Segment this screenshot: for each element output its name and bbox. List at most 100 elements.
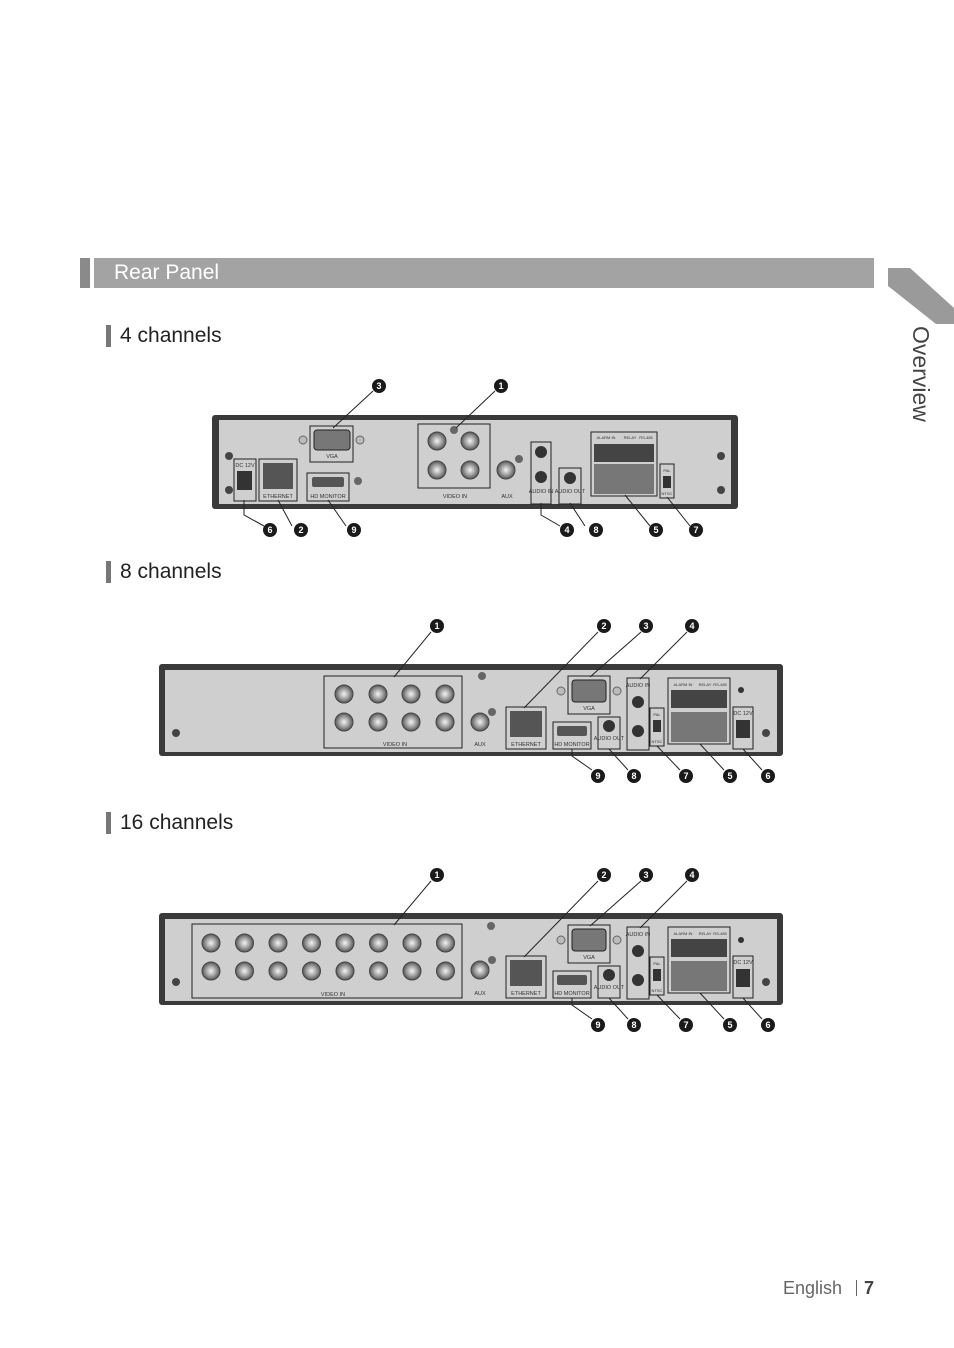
pal-label: PAL bbox=[653, 961, 661, 966]
svg-text:8: 8 bbox=[631, 771, 636, 781]
audio-in-label: AUDIO IN bbox=[529, 489, 553, 495]
svg-text:3: 3 bbox=[643, 870, 648, 880]
screw-icon bbox=[225, 452, 233, 460]
screw-icon bbox=[762, 729, 770, 737]
vga-port-16ch: VGA bbox=[556, 924, 622, 964]
terminal-block-4ch: ALARM IN RELAY RS-485 bbox=[590, 431, 658, 497]
bnc-connector bbox=[268, 933, 288, 953]
svg-text:2: 2 bbox=[601, 621, 606, 631]
video-in-group-4ch: VIDEO IN bbox=[417, 423, 491, 500]
dc-label: DC 12V bbox=[235, 463, 255, 469]
bnc-connector bbox=[402, 933, 422, 953]
aux-port-16ch: AUX bbox=[470, 956, 496, 997]
section-title-bar: Rear Panel bbox=[80, 258, 874, 288]
bnc-connector bbox=[369, 933, 388, 953]
side-tab-label: Overview bbox=[908, 326, 934, 422]
footer-language: English bbox=[783, 1278, 843, 1298]
screw-icon bbox=[172, 729, 180, 737]
device-8ch: VIDEO IN AUX ETHERNET VGA HD MONITOR bbox=[159, 619, 783, 783]
callout-16ch-6: 6 bbox=[761, 1018, 775, 1032]
hdmi-label: HD MONITOR bbox=[310, 494, 345, 500]
svg-text:9: 9 bbox=[595, 1020, 600, 1030]
audio-out-port-4ch: AUDIO OUT bbox=[555, 467, 586, 505]
bnc-connector bbox=[235, 961, 254, 981]
svg-text:8: 8 bbox=[593, 525, 598, 535]
terminal-block-8ch: ALARM IN RELAY RS-485 bbox=[667, 677, 731, 745]
hdmi-label: HD MONITOR bbox=[554, 742, 589, 748]
dc-port-8ch: DC 12V bbox=[732, 706, 754, 750]
svg-text:3: 3 bbox=[643, 621, 648, 631]
bnc-connector bbox=[335, 933, 355, 953]
callout-4ch-6: 6 bbox=[263, 523, 277, 537]
audio-out-port-8ch: AUDIO OUT bbox=[594, 716, 625, 750]
bnc-connector bbox=[402, 961, 422, 981]
ethernet-label: ETHERNET bbox=[263, 494, 293, 500]
screw-icon bbox=[172, 978, 180, 986]
callout-16ch-2: 2 bbox=[597, 868, 611, 882]
callout-8ch-5: 5 bbox=[723, 769, 737, 783]
callout-4ch-1: 1 bbox=[494, 379, 508, 393]
panel-8ch bbox=[165, 670, 777, 752]
bnc-connector bbox=[235, 933, 254, 953]
svg-text:9: 9 bbox=[595, 771, 600, 781]
panel-16ch bbox=[165, 919, 777, 1001]
hdmi-port-16ch: HD MONITOR bbox=[552, 970, 592, 999]
alarm-label: ALARM IN bbox=[597, 435, 616, 440]
callout-16ch-9: 9 bbox=[591, 1018, 605, 1032]
svg-text:1: 1 bbox=[498, 381, 503, 391]
screw-icon bbox=[738, 937, 744, 943]
callout-8ch-4: 4 bbox=[685, 619, 699, 633]
ntsc-label: NTSC bbox=[652, 739, 663, 744]
alarm-label: ALARM IN bbox=[674, 682, 693, 687]
chassis-8ch bbox=[159, 664, 783, 756]
section-bar-fill: Rear Panel bbox=[94, 258, 874, 288]
audio-in-label: AUDIO IN bbox=[626, 932, 650, 938]
svg-text:1: 1 bbox=[434, 870, 439, 880]
page-footer: English 7 bbox=[783, 1276, 883, 1300]
callout-16ch-8: 8 bbox=[627, 1018, 641, 1032]
callout-8ch-8: 8 bbox=[627, 769, 641, 783]
ethernet-port-4ch: ETHERNET bbox=[258, 458, 298, 502]
audio-in-port-16ch: AUDIO IN bbox=[626, 926, 650, 1000]
vga-label: VGA bbox=[583, 955, 595, 961]
ethernet-port-8ch: ETHERNET bbox=[505, 706, 547, 750]
callout-4ch-8: 8 bbox=[589, 523, 603, 537]
svg-text:4: 4 bbox=[689, 870, 694, 880]
video-in-label: VIDEO IN bbox=[443, 494, 467, 500]
svg-text:9: 9 bbox=[351, 525, 356, 535]
callout-4ch-4: 4 bbox=[560, 523, 574, 537]
svg-text:6: 6 bbox=[267, 525, 272, 535]
callout-16ch-7: 7 bbox=[679, 1018, 693, 1032]
callout-8ch-9: 9 bbox=[591, 769, 605, 783]
alarm-label: ALARM IN bbox=[674, 931, 693, 936]
callout-4ch-7: 7 bbox=[689, 523, 703, 537]
svg-text:4: 4 bbox=[689, 621, 694, 631]
rs485-label: RS-485 bbox=[639, 435, 653, 440]
rs485-label: RS-485 bbox=[713, 931, 727, 936]
ntsc-label: NTSC bbox=[652, 988, 663, 993]
dc-port-4ch: DC 12V bbox=[233, 458, 257, 502]
bnc-connector bbox=[369, 961, 388, 981]
svg-text:7: 7 bbox=[693, 525, 698, 535]
vga-label: VGA bbox=[583, 706, 595, 712]
dc-port-16ch: DC 12V bbox=[732, 955, 754, 999]
aux-label: AUX bbox=[474, 742, 486, 748]
device-16ch: VIDEO IN AUX ETHERNET VGA HD MONITOR bbox=[159, 868, 783, 1032]
ethernet-label: ETHERNET bbox=[511, 742, 541, 748]
section-title: Rear Panel bbox=[114, 261, 220, 284]
callout-8ch-3: 3 bbox=[639, 619, 653, 633]
device-4ch: VGA DC 12V ETHERNET HD MONITOR bbox=[212, 379, 738, 537]
panel-4ch bbox=[219, 420, 731, 504]
dc-label: DC 12V bbox=[733, 711, 753, 717]
bnc-connector bbox=[335, 961, 355, 981]
svg-text:3: 3 bbox=[376, 381, 381, 391]
pal-label: PAL bbox=[663, 468, 671, 473]
audio-in-port-4ch: AUDIO IN bbox=[529, 441, 553, 505]
svg-text:1: 1 bbox=[434, 621, 439, 631]
bnc-connector bbox=[302, 961, 321, 981]
video-in-label: VIDEO IN bbox=[321, 992, 345, 998]
video-switch-8ch: PAL NTSC bbox=[649, 707, 665, 747]
chassis-4ch bbox=[212, 415, 738, 509]
screw-icon bbox=[717, 452, 725, 460]
